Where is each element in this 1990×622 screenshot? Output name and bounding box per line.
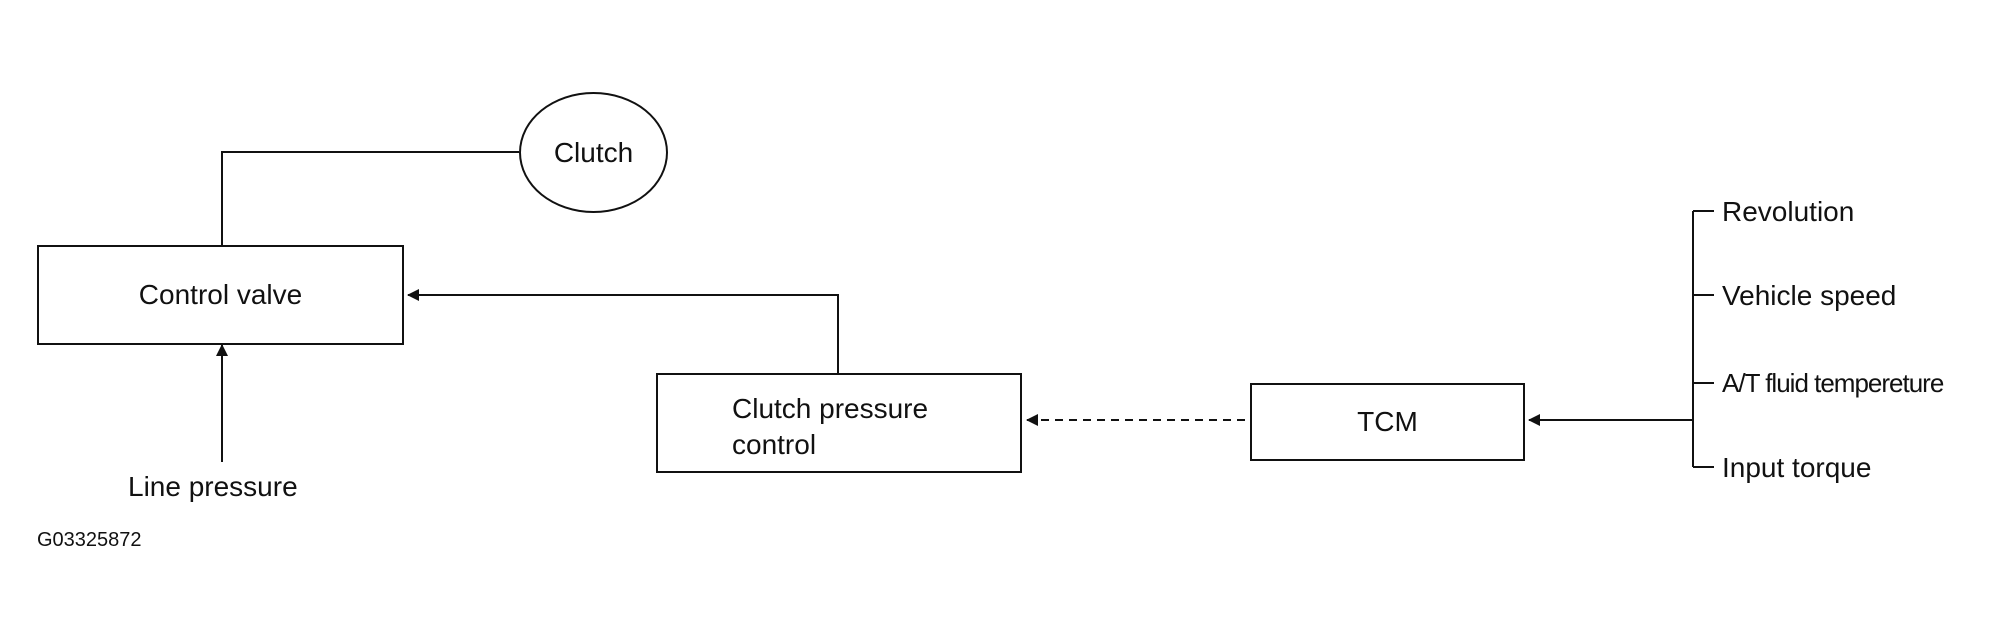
clutch-pressure-control-node: Clutch pressure control bbox=[656, 373, 1022, 473]
fluid-temperature-label: A/T fluid tempereture bbox=[1722, 368, 1944, 398]
figure-id: G03325872 bbox=[37, 529, 142, 551]
tcm-label: TCM bbox=[1357, 406, 1418, 437]
clutch-pressure-control-label-line2: control bbox=[732, 429, 817, 460]
connector-valve-to-clutch bbox=[221, 151, 519, 245]
control-valve-node: Control valve bbox=[37, 245, 404, 345]
tcm-node: TCM bbox=[1250, 383, 1525, 461]
clutch-pressure-control-label-line1: Clutch pressure bbox=[732, 393, 929, 424]
arrow-pressure-control-to-valve bbox=[407, 289, 839, 373]
clutch-node: Clutch bbox=[519, 92, 668, 213]
vehicle-speed-label: Vehicle speed bbox=[1722, 280, 1897, 311]
revolution-label: Revolution bbox=[1722, 196, 1855, 227]
input-torque-label: Input torque bbox=[1722, 452, 1872, 483]
clutch-label: Clutch bbox=[553, 136, 634, 168]
line-pressure-label: Line pressure bbox=[128, 471, 298, 502]
control-valve-label: Control valve bbox=[138, 279, 303, 310]
